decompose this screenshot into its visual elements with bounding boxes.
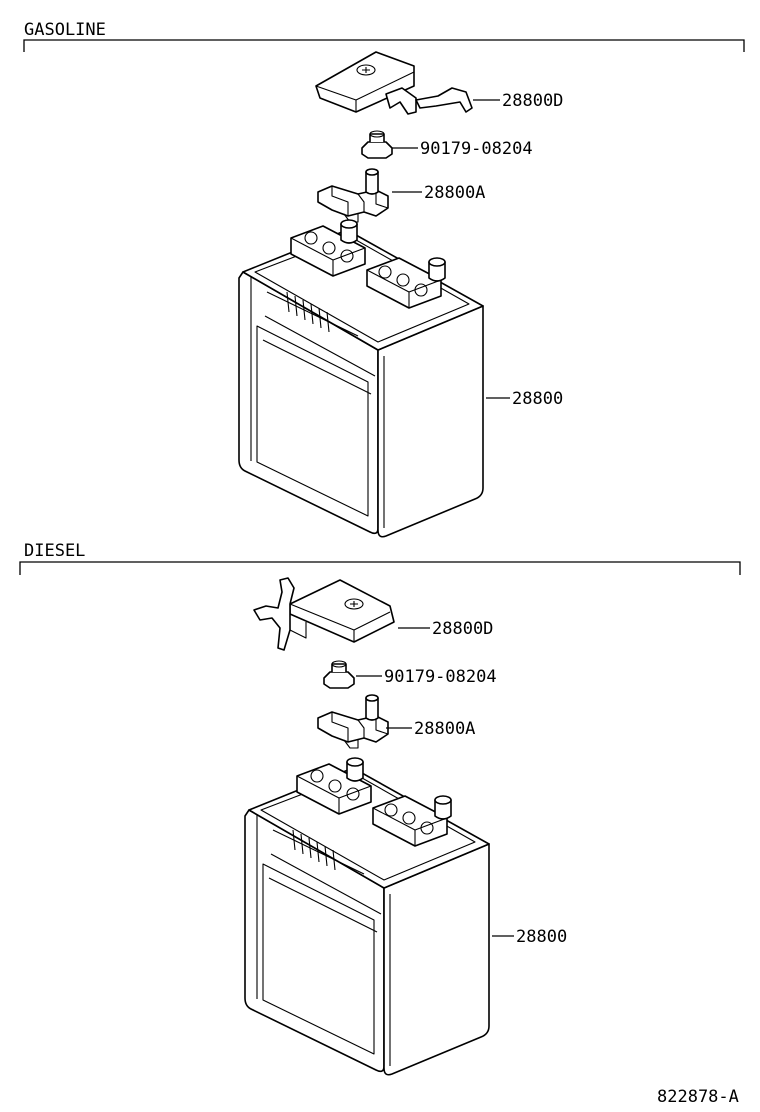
part-label-battery: 28800 (512, 389, 563, 409)
part-label-battery: 28800 (516, 927, 567, 947)
part-label-nut: 90179-08204 (384, 667, 497, 687)
section-bracket (19, 561, 741, 575)
section-diesel: DIESEL 28800D 90179-08204 28800A 28800 (19, 541, 741, 1076)
part-label-cover: 28800D (502, 91, 563, 111)
part-label-clamp: 28800A (414, 719, 475, 739)
part-label-cover: 28800D (432, 619, 493, 639)
section-title: GASOLINE (24, 20, 106, 40)
part-label-clamp: 28800A (424, 183, 485, 203)
diagram-code: 822878-A (657, 1087, 739, 1107)
battery-cover-part (315, 51, 473, 115)
battery-cover-part (253, 577, 395, 651)
section-bracket (23, 39, 745, 52)
part-label-nut: 90179-08204 (420, 139, 533, 159)
section-gasoline: GASOLINE 28800D 90179-08204 28800A 28800 (23, 20, 745, 538)
section-title: DIESEL (24, 541, 85, 561)
